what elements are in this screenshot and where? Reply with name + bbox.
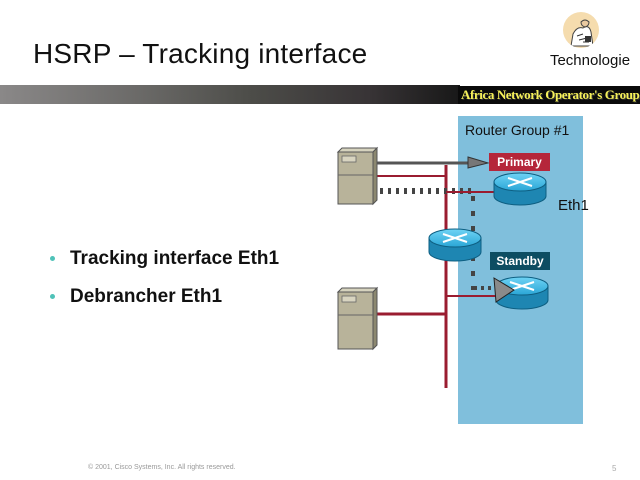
logo-label: Technologie bbox=[549, 52, 631, 69]
technologie-logo: Technologie bbox=[540, 8, 640, 70]
arrow-icon bbox=[467, 156, 490, 169]
router-icon bbox=[428, 228, 482, 262]
bullet-dot-icon bbox=[50, 294, 55, 299]
title-gradient-band bbox=[0, 85, 460, 104]
anog-banner: Africa Network Operator's Group bbox=[458, 86, 640, 104]
arrow-icon bbox=[493, 277, 515, 303]
slide-title: HSRP – Tracking interface bbox=[33, 38, 368, 69]
bullet-dot-icon bbox=[50, 256, 55, 261]
bullet-text: Tracking interface Eth1 bbox=[70, 248, 280, 269]
bullet-list: Tracking interface Eth1 Debrancher Eth1 bbox=[48, 248, 279, 324]
standby-label: Standby bbox=[490, 252, 550, 270]
router-icon bbox=[493, 172, 547, 206]
monk-logo-icon bbox=[563, 12, 599, 48]
primary-label: Primary bbox=[489, 153, 550, 171]
eth1-interface-label: Eth1 bbox=[558, 197, 589, 214]
copyright-footer: © 2001, Cisco Systems, Inc. All rights r… bbox=[88, 464, 236, 471]
bullet-text: Debrancher Eth1 bbox=[70, 286, 223, 307]
router-group-label: Router Group #1 bbox=[465, 122, 570, 138]
bullet-item: Tracking interface Eth1 bbox=[48, 248, 279, 286]
server-icon bbox=[336, 286, 379, 351]
page-number: 5 bbox=[612, 464, 617, 473]
bullet-item: Debrancher Eth1 bbox=[48, 286, 279, 324]
server-icon bbox=[336, 146, 379, 206]
